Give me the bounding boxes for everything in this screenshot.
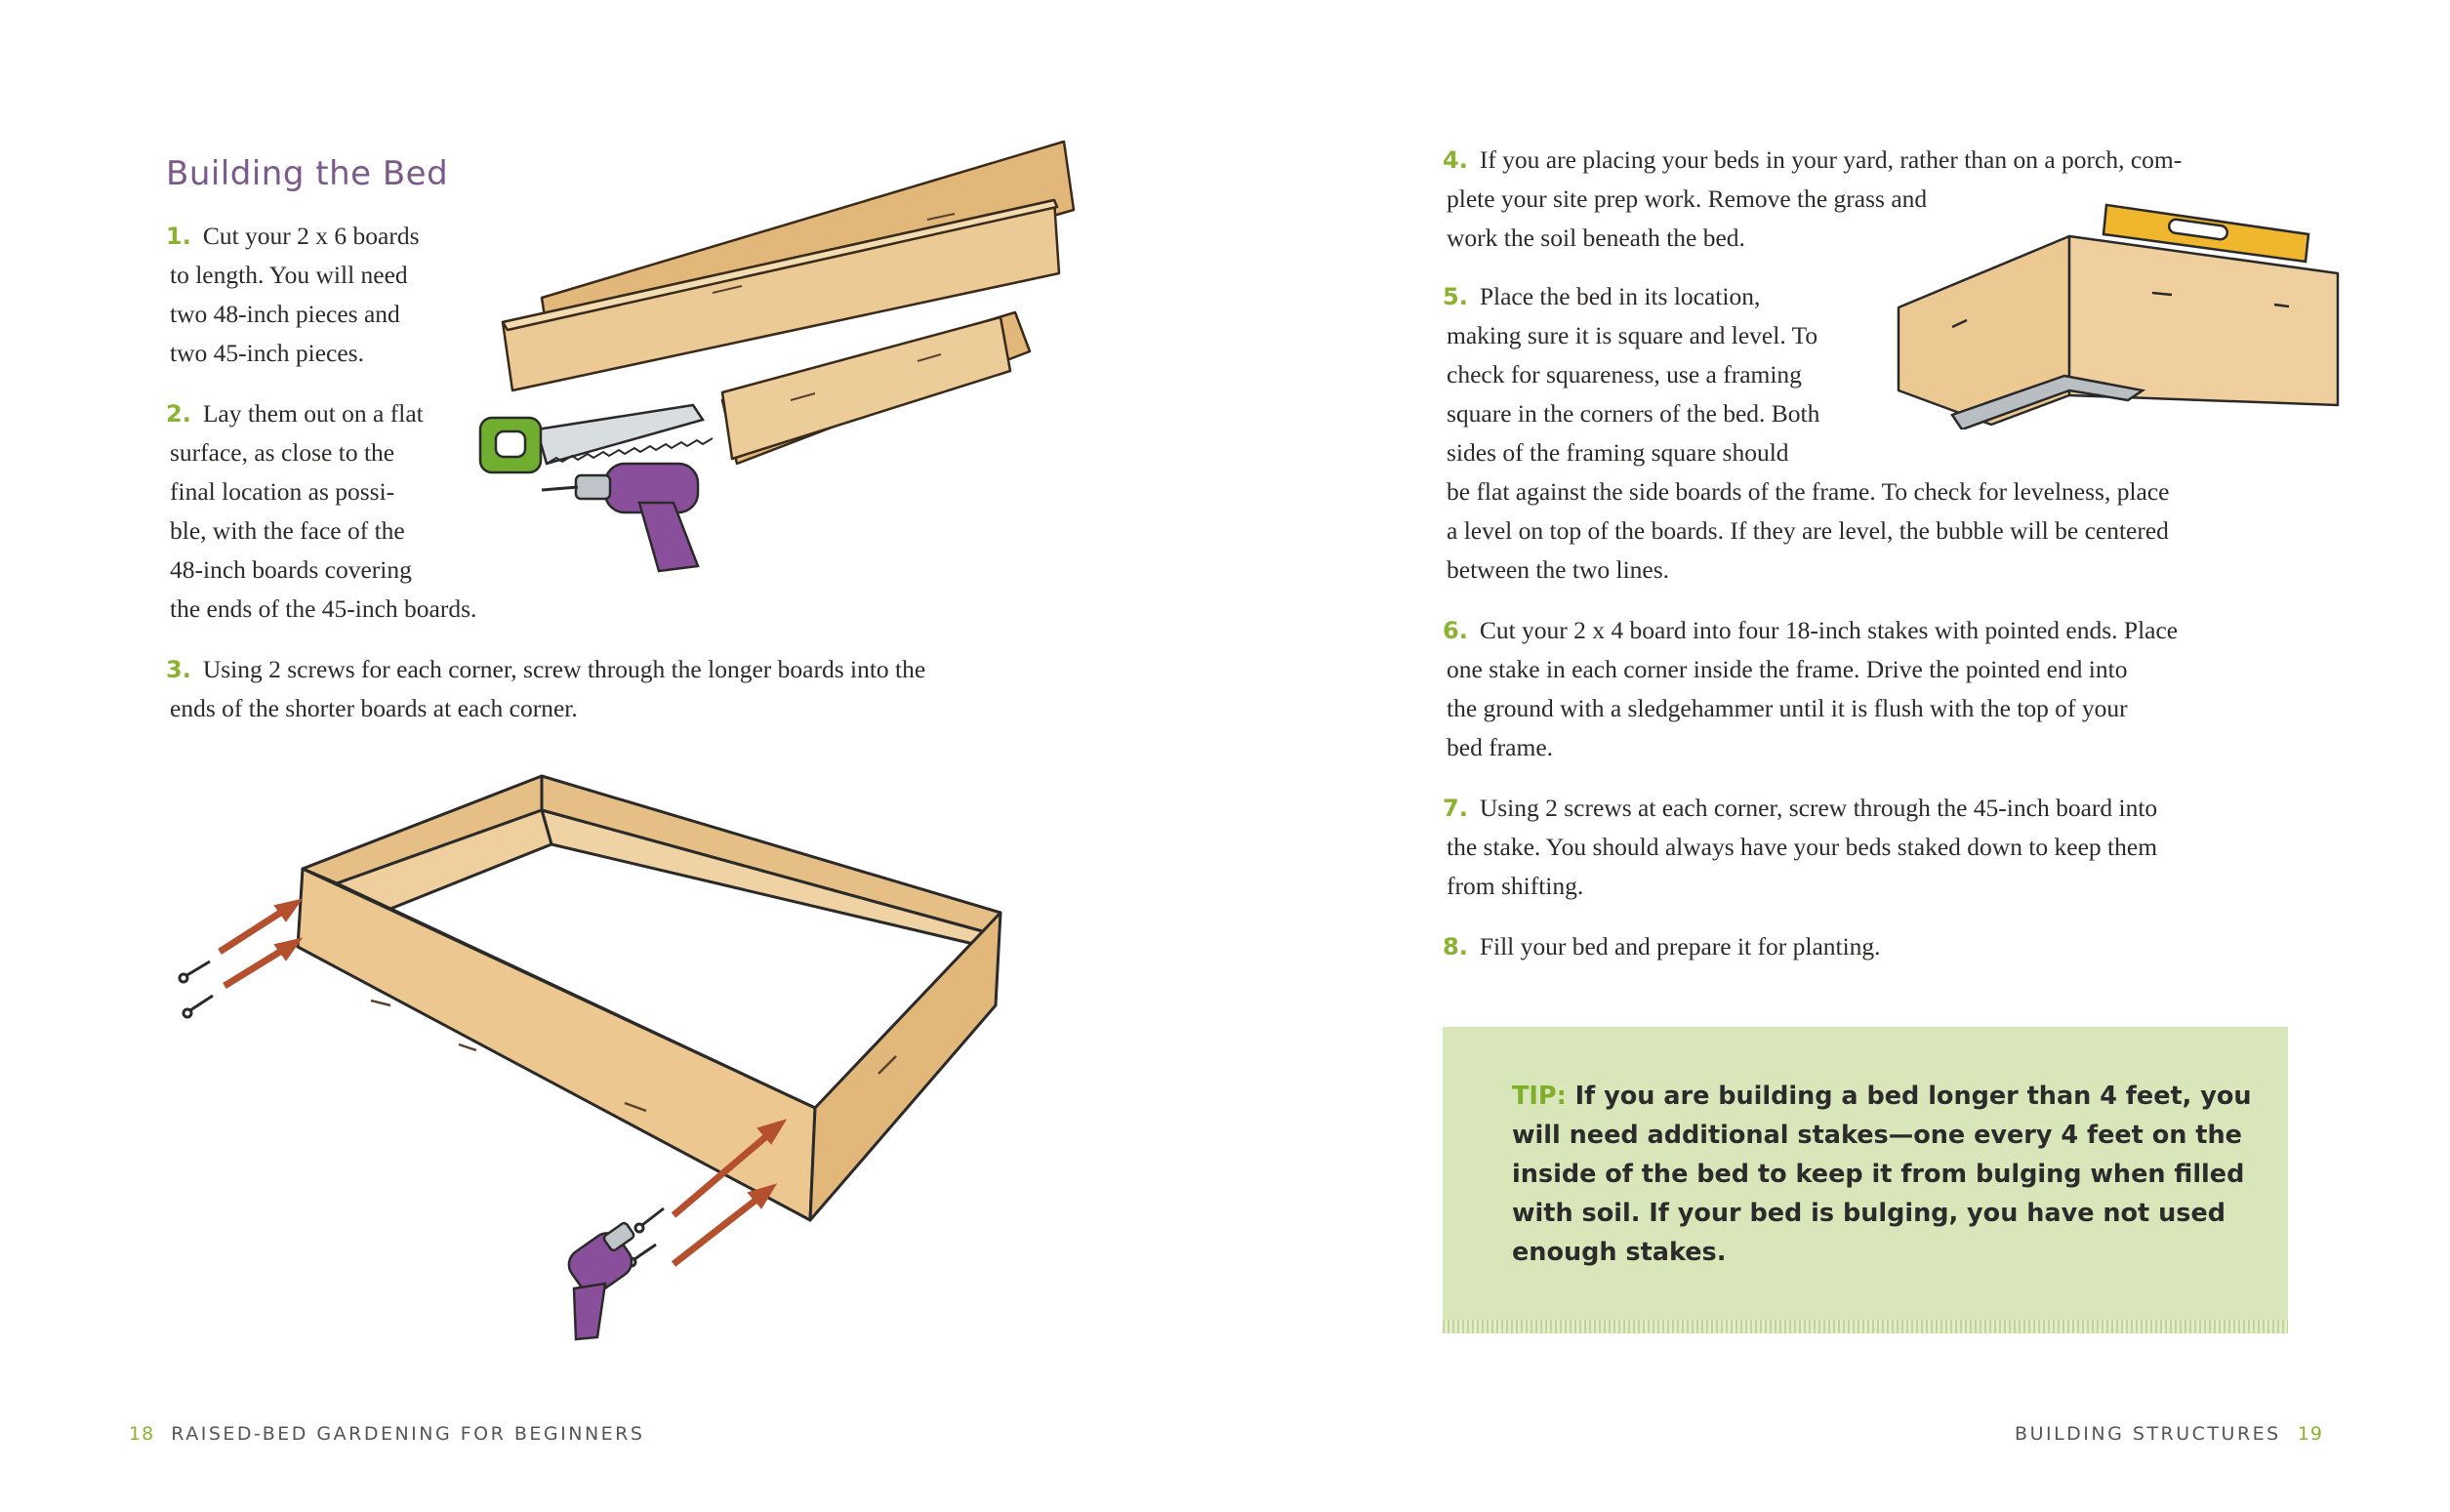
tip-text: inside of the bed to keep it from bulgin… <box>1512 1160 2245 1189</box>
bed-frame <box>296 774 1002 1222</box>
tip-box <box>1443 1027 2288 1320</box>
arrow-icon <box>218 898 788 1267</box>
step-text: bed frame. <box>1447 733 1554 761</box>
step-text: Place the bed in its location, <box>1479 282 1761 310</box>
step-text: Cut your 2 x 4 board into four 18-inch s… <box>1479 616 2179 644</box>
step-text: the ends of the 45-inch boards. <box>170 594 477 623</box>
step-number: 2. <box>166 400 191 428</box>
step-text: 48-inch boards covering <box>170 555 412 584</box>
page-number: 19 <box>2297 1423 2323 1445</box>
tip-text: enough stakes. <box>1512 1238 1727 1267</box>
running-title: BUILDING STRUCTURES <box>2015 1423 2281 1445</box>
step-text: Lay them out on a flat <box>202 399 424 428</box>
step-text: the stake. You should always have your b… <box>1447 833 2158 861</box>
step-text: If you are placing your beds in your yar… <box>1479 145 2183 174</box>
section-heading: Building the Bed <box>166 154 449 193</box>
step-text: final location as possi- <box>170 477 395 506</box>
step-text: Fill your bed and prepare it for plantin… <box>1479 932 1881 960</box>
corner-detail-illustration <box>1897 203 2340 429</box>
tip-text: with soil. If your bed is bulging, you h… <box>1512 1199 2226 1228</box>
tip-box-fringe <box>1443 1320 2288 1333</box>
bed-corner <box>1897 234 2340 427</box>
step-text: square in the corners of the bed. Both <box>1447 399 1820 428</box>
step-number: 3. <box>166 656 191 683</box>
step-number: 8. <box>1443 933 1468 960</box>
boards <box>501 140 1076 466</box>
step-text: making sure it is square and level. To <box>1447 321 1818 349</box>
step-text: surface, as close to the <box>170 438 395 467</box>
step-number: 6. <box>1443 617 1468 644</box>
step-text: ble, with the face of the <box>170 516 405 545</box>
tip-text: If you are building a bed longer than 4 … <box>1574 1082 2252 1111</box>
tip-text: will need additional stakes—one every 4 … <box>1512 1121 2242 1150</box>
step-text: plete your site prep work. Remove the gr… <box>1447 184 1928 213</box>
left-footer: 18 RAISED-BED GARDENING FOR BEGINNERS <box>129 1423 644 1445</box>
level-icon <box>2102 203 2310 264</box>
step-text: one stake in each corner inside the fram… <box>1447 655 2128 683</box>
page-number: 18 <box>129 1423 155 1445</box>
bed-frame-illustration <box>178 774 1002 1341</box>
step-text: check for squareness, use a framing <box>1447 360 1802 388</box>
saw-icon <box>478 403 714 474</box>
step-text: from shifting. <box>1447 872 1584 900</box>
step-text: Cut your 2 x 6 boards <box>202 222 420 250</box>
boards-tools-illustration <box>478 140 1076 573</box>
step-number: 4. <box>1443 146 1468 174</box>
step-text: between the two lines. <box>1447 555 1670 584</box>
step-text: two 45-inch pieces. <box>170 339 364 367</box>
step-text: sides of the framing square should <box>1447 438 1789 467</box>
right-footer: BUILDING STRUCTURES 19 <box>2015 1423 2323 1445</box>
step-number: 1. <box>166 223 191 250</box>
step-number: 7. <box>1443 795 1468 822</box>
step-text: work the soil beneath the bed. <box>1447 224 1745 252</box>
running-title: RAISED-BED GARDENING FOR BEGINNERS <box>171 1423 645 1445</box>
step-text: be flat against the side boards of the f… <box>1447 477 2170 506</box>
step-text: a level on top of the boards. If they ar… <box>1447 516 2169 545</box>
drill-icon <box>567 1221 635 1341</box>
framing-square-icon <box>1950 374 2146 429</box>
step-text: the ground with a sledgehammer until it … <box>1447 694 2128 722</box>
tip-label: TIP: <box>1512 1082 1567 1111</box>
step-text: to length. You will need <box>170 261 408 289</box>
step-text: Using 2 screws for each corner, screw th… <box>202 655 926 683</box>
step-text: ends of the shorter boards at each corne… <box>170 694 578 722</box>
step-text: two 48-inch pieces and <box>170 300 400 328</box>
step-text: Using 2 screws at each corner, screw thr… <box>1479 794 2158 822</box>
drill-icon <box>541 462 700 573</box>
step-number: 5. <box>1443 283 1468 310</box>
